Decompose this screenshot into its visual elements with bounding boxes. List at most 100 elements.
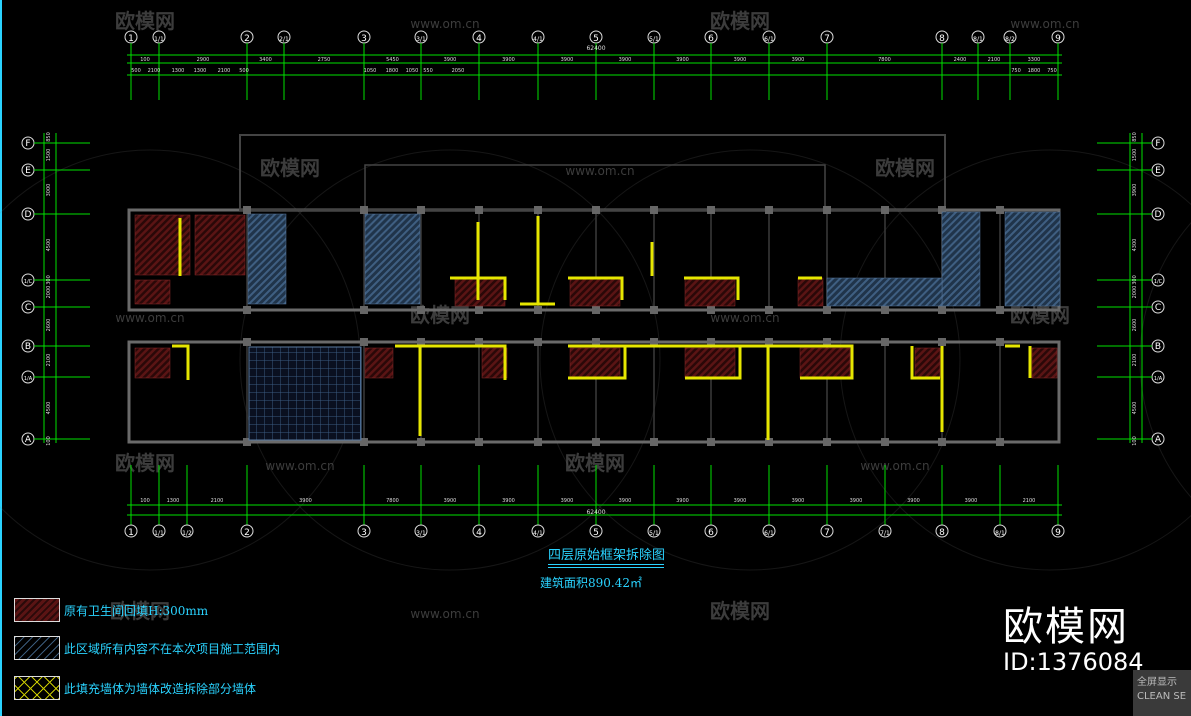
legend-row-demolish: 此填充墙体为墙体改造拆除部分墙体 — [14, 676, 256, 700]
dim-text: 1800 — [386, 68, 399, 74]
axis-bubble — [647, 524, 661, 538]
axis-label: 3 — [361, 528, 367, 538]
dim-text: 3900 — [561, 498, 574, 504]
toilet-backfill-area — [454, 277, 506, 307]
dim-text: 1500 — [1132, 149, 1138, 162]
legend-row-toilet: 原有卫生间回填H:300mm — [14, 598, 208, 622]
dim-text: 100 — [1132, 436, 1138, 446]
axis-label: 8 — [939, 528, 945, 538]
excluded-grid-area — [248, 346, 362, 441]
column — [938, 438, 946, 446]
dim-text: 3900 — [502, 57, 515, 63]
axis-label: 7 — [824, 528, 830, 538]
excluded-area — [247, 213, 287, 305]
axis-label: 6/1 — [764, 530, 774, 537]
column — [475, 438, 483, 446]
axis-bubble — [152, 524, 166, 538]
watermark-site: www.om.cn — [565, 164, 634, 178]
watermark-site: www.om.cn — [115, 311, 184, 325]
dim-text: 3900 — [676, 57, 689, 63]
watermark-site: www.om.cn — [860, 459, 929, 473]
title-underline — [548, 564, 664, 568]
axis-bubble — [531, 524, 545, 538]
viewport-edge — [0, 0, 2, 716]
legend-text: 此填充墙体为墙体改造拆除部分墙体 — [64, 681, 257, 696]
watermark-site: www.om.cn — [710, 311, 779, 325]
brand-id: ID:1376084 — [1003, 648, 1144, 676]
axis-label: 7 — [824, 34, 830, 44]
column — [360, 438, 368, 446]
watermark-brand: 欧模网 — [565, 451, 625, 475]
axis-bubble — [878, 524, 892, 538]
excluded-area — [826, 277, 943, 307]
column — [996, 206, 1004, 214]
watermark-brand: 欧模网 — [710, 9, 770, 33]
axis-label: 4 — [476, 528, 482, 538]
excluded-area — [364, 213, 421, 305]
watermark-brand: 欧模网 — [110, 599, 170, 623]
axis-label: 6 — [708, 528, 714, 538]
dim-text: 100 — [46, 436, 52, 446]
demolition-wall — [625, 344, 742, 380]
dim-text: 4500 — [46, 239, 52, 252]
toilet-backfill-area — [914, 347, 941, 379]
dim-text: 2100 — [218, 68, 231, 74]
column — [707, 438, 715, 446]
dim-text: 300 — [46, 275, 52, 285]
axis-label: 4/1 — [533, 36, 543, 43]
axis-label: 8/1 — [973, 36, 983, 43]
dim-text: 3900 — [734, 57, 747, 63]
demolition-walls — [172, 216, 1032, 440]
column — [938, 306, 946, 314]
area-fills — [134, 211, 1061, 441]
dim-text: 750 — [1047, 68, 1057, 74]
axis-label: E — [25, 166, 31, 176]
dim-text: 2600 — [1132, 319, 1138, 332]
column — [765, 338, 773, 346]
fullscreen-button[interactable]: 全屏显示 CLEAN SE — [1133, 670, 1191, 716]
watermark-brand: 欧模网 — [260, 156, 320, 180]
demolition-wall — [568, 344, 627, 380]
column — [823, 306, 831, 314]
column — [592, 438, 600, 446]
column — [881, 206, 889, 214]
toilet-backfill-area — [134, 279, 171, 305]
dim-text: 3900 — [792, 498, 805, 504]
axis-label: 7/1 — [880, 530, 890, 537]
dim-text: 7800 — [878, 57, 891, 63]
axis-bubble — [240, 524, 254, 538]
column — [534, 306, 542, 314]
dim-text: 3000 — [46, 184, 52, 197]
dim-text: 3900 — [965, 498, 978, 504]
axis-label: D — [25, 210, 32, 220]
dim-text: 3300 — [1028, 57, 1041, 63]
red-hatch-swatch — [14, 598, 60, 622]
axis-label: 8/1 — [995, 530, 1005, 537]
column — [592, 206, 600, 214]
column — [823, 438, 831, 446]
column — [823, 338, 831, 346]
axis-bubble — [704, 524, 718, 538]
dim-text: 2100 — [148, 68, 161, 74]
column — [650, 306, 658, 314]
legend-row-excluded: 此区域所有内容不在本次项目施工范围内 — [14, 636, 280, 660]
fullscreen-sub-label: CLEAN SE — [1137, 691, 1187, 702]
legend-text: 原有卫生间回填H:300mm — [64, 603, 209, 618]
column — [417, 306, 425, 314]
axis-label: 4 — [476, 34, 482, 44]
axis-label: 1/A — [24, 376, 33, 382]
axis-bubble — [820, 524, 834, 538]
excluded-area — [941, 211, 981, 307]
axis-label: 2 — [244, 34, 250, 44]
dim-text: 4500 — [1132, 402, 1138, 415]
dim-text: 2100 — [1023, 498, 1036, 504]
column — [534, 206, 542, 214]
column — [417, 438, 425, 446]
demolition-wall — [450, 276, 507, 300]
area-label: 建筑面积890.42㎡ — [540, 576, 642, 590]
axis-label: 8 — [939, 34, 945, 44]
column — [243, 206, 251, 214]
axis-label: 6 — [708, 34, 714, 44]
axis-bubble — [357, 524, 371, 538]
watermark-brand: 欧模网 — [115, 9, 175, 33]
